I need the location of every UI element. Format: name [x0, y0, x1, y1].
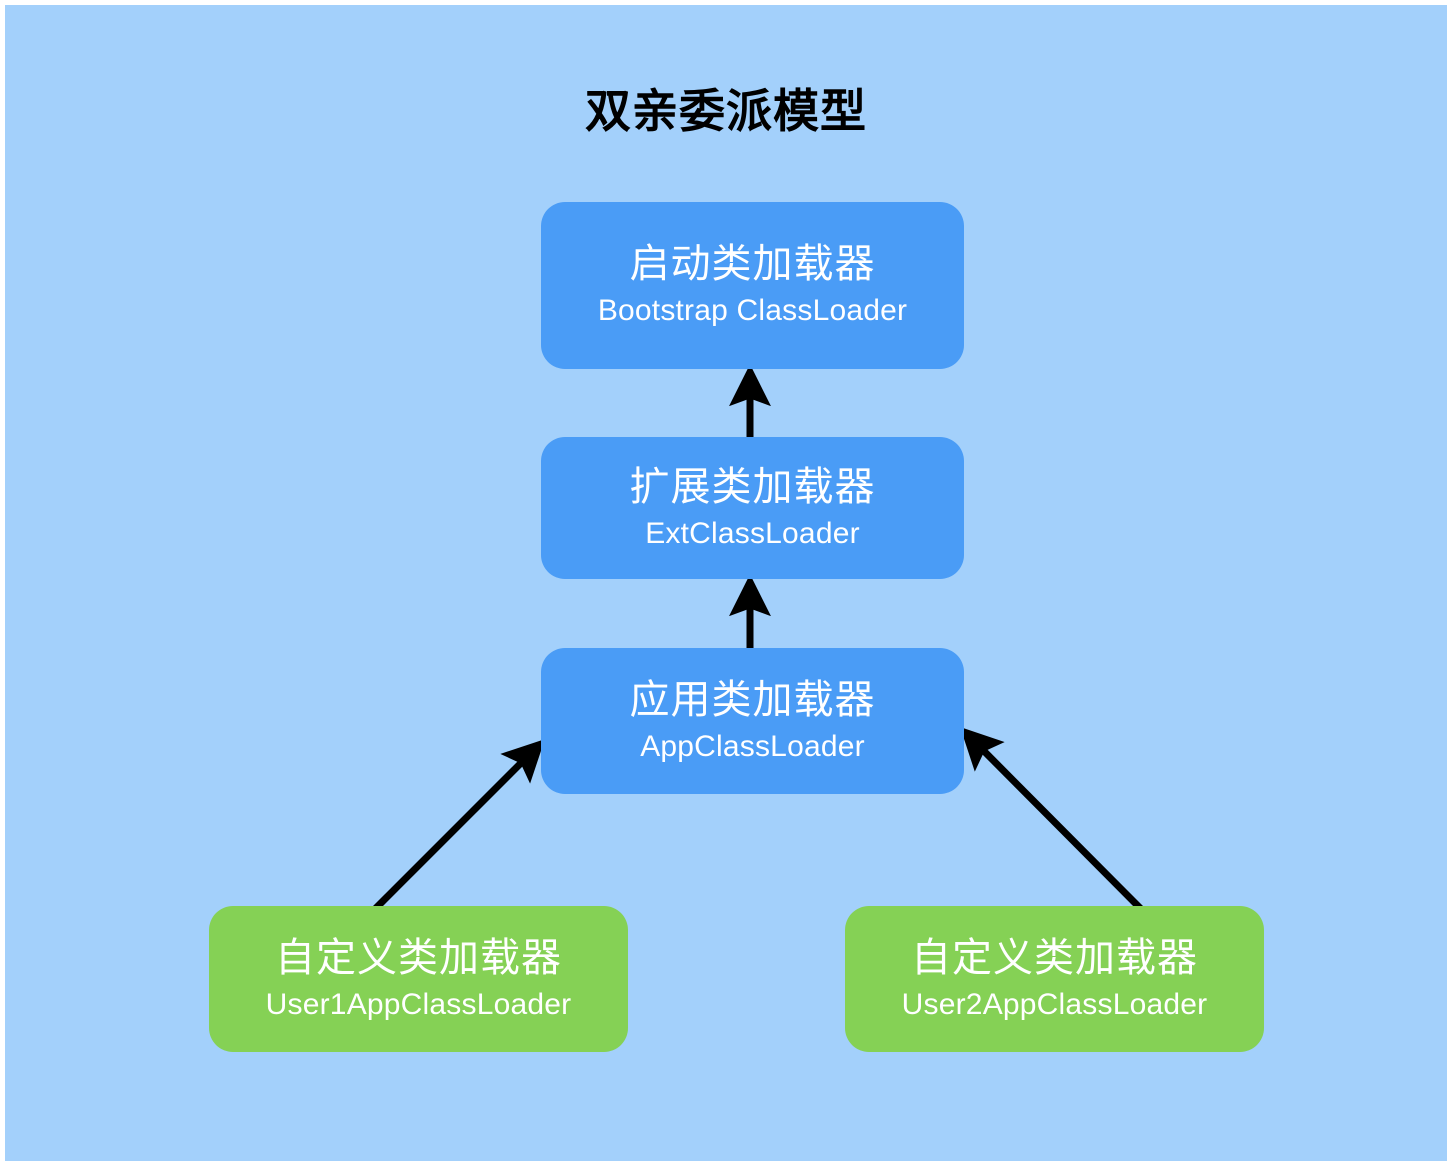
node-user2-app-classloader[interactable]: 自定义类加载器 User2AppClassLoader: [845, 906, 1264, 1052]
node-app-classloader-subtitle: AppClassLoader: [640, 729, 865, 763]
node-ext-classloader[interactable]: 扩展类加载器 ExtClassLoader: [541, 437, 964, 579]
node-app-classloader-title: 应用类加载器: [629, 677, 876, 722]
node-bootstrap-classloader-title: 启动类加载器: [629, 242, 876, 287]
node-user2-app-classloader-subtitle: User2AppClassLoader: [901, 987, 1208, 1021]
node-ext-classloader-subtitle: ExtClassLoader: [645, 516, 860, 550]
node-bootstrap-classloader[interactable]: 启动类加载器 Bootstrap ClassLoader: [541, 202, 964, 369]
node-ext-classloader-title: 扩展类加载器: [629, 464, 876, 509]
node-user2-app-classloader-title: 自定义类加载器: [911, 935, 1198, 980]
node-app-classloader[interactable]: 应用类加载器 AppClassLoader: [541, 648, 964, 794]
node-user1-app-classloader-subtitle: User1AppClassLoader: [265, 987, 572, 1021]
node-user1-app-classloader-title: 自定义类加载器: [275, 935, 562, 980]
page-title: 双亲委派模型: [585, 85, 867, 137]
node-bootstrap-classloader-subtitle: Bootstrap ClassLoader: [597, 294, 908, 328]
node-user1-app-classloader[interactable]: 自定义类加载器 User1AppClassLoader: [209, 906, 628, 1052]
